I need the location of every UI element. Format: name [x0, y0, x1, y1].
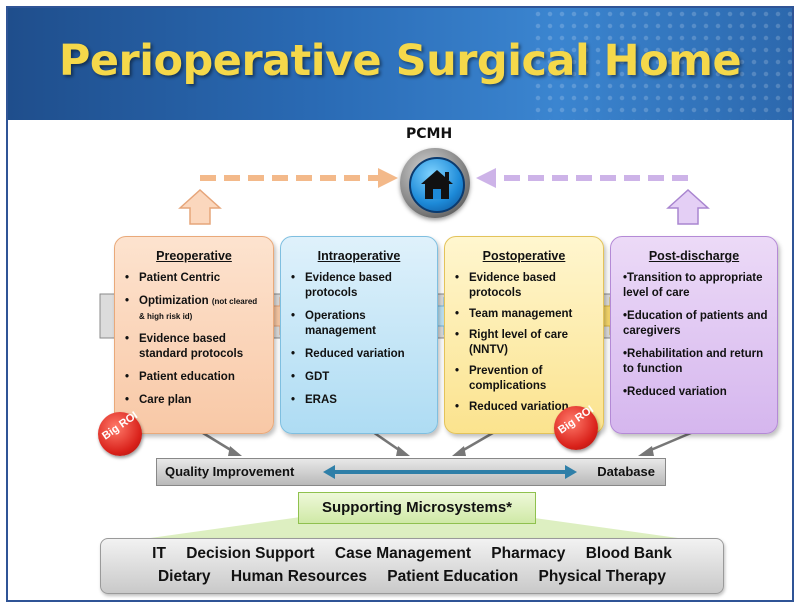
phase-list: •Evidence based protocols •Team manageme… [455, 271, 595, 421]
microsystem-item: Patient Education [387, 568, 519, 585]
list-item: •Team management [455, 308, 573, 320]
phase-list: •Patient Centric •Optimization (not clea… [125, 271, 265, 416]
phase-postoperative: Postoperative •Evidence based protocols … [444, 236, 604, 434]
list-item: •Operations management [291, 310, 376, 337]
microsystem-item: Case Management [334, 545, 471, 562]
microsystem-item: Physical Therapy [538, 568, 667, 585]
phase-list: •Transition to appropriate level of care… [621, 271, 769, 408]
pcmh-label: PCMH [406, 126, 453, 142]
dashed-arrowhead-left [378, 168, 398, 188]
item-note: (not cleared & high risk id) [139, 297, 258, 321]
banner-pattern [532, 8, 792, 120]
list-item: •Evidence based standard protocols [125, 333, 244, 360]
list-item: •Transition to appropriate level of care [623, 272, 763, 299]
phase-preoperative: Preoperative •Patient Centric •Optimizat… [114, 236, 274, 434]
list-item: •ERAS [291, 394, 337, 406]
slide-frame: Perioperative Surgical Home PCMH [6, 6, 794, 602]
database-label: Database [597, 464, 655, 479]
pcmh-button [400, 148, 470, 218]
microsystems-row-1: IT Decision Support Case Management Phar… [101, 545, 723, 563]
dashed-arrowhead-right [476, 168, 496, 188]
slide-title: Perioperative Surgical Home [58, 36, 742, 86]
phase-heading: Intraoperative [317, 249, 401, 263]
connector-post-head [452, 446, 466, 456]
pcmh-inner [409, 157, 465, 213]
connector-pre-head [228, 446, 242, 456]
microsystem-item: Pharmacy [491, 545, 566, 562]
phase-heading: Preoperative [156, 249, 232, 263]
supporting-fan [136, 516, 692, 540]
phase-heading: Postoperative [482, 249, 566, 263]
quality-improvement-label: Quality Improvement [165, 464, 295, 479]
list-item: •Prevention of complications [455, 365, 547, 392]
title-banner: Perioperative Surgical Home [8, 8, 792, 120]
microsystem-item: Dietary [157, 568, 211, 585]
list-item: •Reduced variation [455, 401, 569, 413]
phase-post-discharge: Post-discharge •Transition to appropriat… [610, 236, 778, 434]
list-item: •Reduced variation [623, 386, 727, 398]
microsystem-item: Decision Support [186, 545, 315, 562]
list-item: •Patient education [125, 371, 235, 383]
list-item: •Optimization (not cleared & high risk i… [125, 295, 258, 321]
connector-discharge-head [638, 446, 654, 456]
list-item: •GDT [291, 371, 330, 383]
phase-list: •Evidence based protocols •Operations ma… [291, 271, 429, 416]
supporting-microsystems-label: Supporting Microsystems* [298, 492, 536, 524]
roi-badge: Big ROI [554, 404, 598, 450]
microsystem-item: IT [152, 545, 166, 562]
list-item: •Reduced variation [291, 348, 405, 360]
microsystem-item: Human Resources [230, 568, 367, 585]
list-item: •Patient Centric [125, 272, 221, 284]
double-arrow [323, 465, 577, 479]
connector-intra-head [396, 446, 410, 456]
phase-heading: Post-discharge [648, 249, 740, 263]
list-item: •Evidence based protocols [291, 272, 392, 299]
house-icon [421, 170, 453, 199]
list-item: •Rehabilitation and return to function [623, 348, 764, 375]
list-item: •Care plan [125, 394, 192, 406]
roi-badge: Big ROI [98, 410, 142, 456]
up-arrow-preoperative [178, 188, 222, 225]
up-arrow-post-discharge [666, 188, 710, 225]
phase-intraoperative: Intraoperative •Evidence based protocols… [280, 236, 438, 434]
microsystem-item: Blood Bank [585, 545, 672, 562]
list-item: •Education of patients and caregivers [623, 310, 768, 337]
quality-database-bar: Quality Improvement Database [156, 458, 666, 486]
list-item: •Right level of care (NNTV) [455, 329, 569, 356]
list-item: •Evidence based protocols [455, 272, 556, 299]
microsystems-panel: IT Decision Support Case Management Phar… [100, 538, 724, 594]
microsystems-row-2: Dietary Human Resources Patient Educatio… [101, 568, 723, 586]
